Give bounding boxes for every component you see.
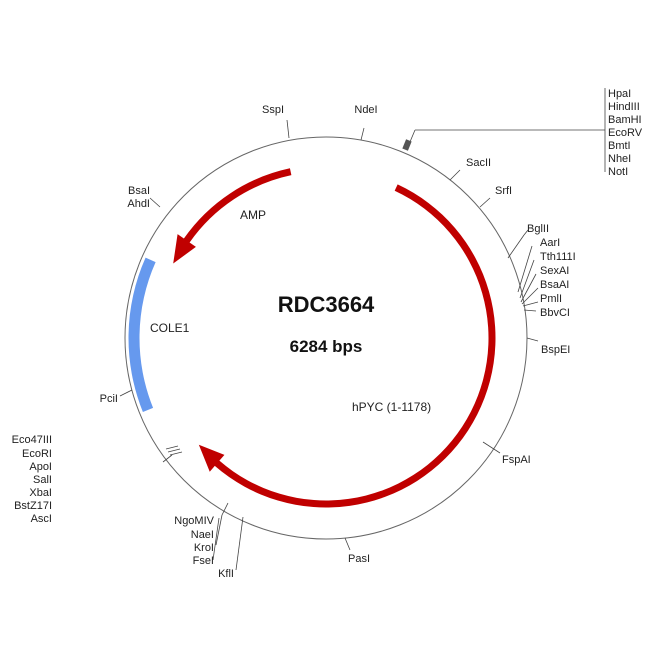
site-kfli: KflI	[218, 568, 234, 580]
site-ecorv: EcoRV	[608, 127, 643, 139]
site-bamhi: BamHI	[608, 114, 642, 126]
site-fsei: FseI	[193, 555, 214, 567]
plasmid-size: 6284 bps	[290, 337, 363, 356]
feature-label-amp: AMP	[240, 208, 266, 222]
site-hindiii: HindIII	[608, 101, 640, 113]
site-bsai: BsaI	[128, 185, 150, 197]
site-naei: NaeI	[191, 529, 214, 541]
site-pasi: PasI	[348, 553, 370, 565]
site-bstz17i: BstZ17I	[14, 500, 52, 512]
site-eco47iii: Eco47III	[12, 434, 52, 446]
site-sacii: SacII	[466, 157, 491, 169]
site-hpai: HpaI	[608, 88, 631, 100]
site-kroi: KroI	[194, 542, 214, 554]
site-bsaai: BsaAI	[540, 279, 569, 291]
site-srfi: SrfI	[495, 185, 512, 197]
site-nhei: NheI	[608, 153, 631, 165]
site-ahdi: AhdI	[127, 198, 150, 210]
site-sali: SalI	[33, 474, 52, 486]
mcs-left-group: Eco47III EcoRI ApoI SalI XbaI BstZ17I As…	[12, 434, 52, 525]
plasmid-name: RDC3664	[278, 292, 375, 317]
site-noti: NotI	[608, 166, 628, 178]
site-fspai: FspAI	[502, 454, 531, 466]
feature-label-hpyc: hPYC (1-1178)	[352, 400, 431, 414]
site-bspei: BspEI	[541, 344, 570, 356]
feature-cole1-arc[interactable]	[128, 257, 156, 412]
feature-amp-arc[interactable]	[173, 168, 292, 264]
site-ecori: EcoRI	[22, 448, 52, 460]
site-bglii: BglII	[527, 223, 549, 235]
site-tth111i: Tth111I	[540, 251, 576, 263]
feature-label-cole1: COLE1	[150, 321, 190, 335]
site-pcii: PciI	[100, 393, 118, 405]
mcs-right-group: HpaI HindIII BamHI EcoRV BmtI NheI NotI	[608, 88, 643, 178]
site-apoi: ApoI	[29, 461, 52, 473]
site-sexai: SexAI	[540, 265, 569, 277]
site-bbvci: BbvCI	[540, 307, 570, 319]
site-bmti: BmtI	[608, 140, 631, 152]
feature-hpyc-arc[interactable]	[198, 184, 496, 508]
site-xbai: XbaI	[29, 487, 52, 499]
site-ndei: NdeI	[354, 104, 377, 116]
site-asci: AscI	[31, 513, 52, 525]
site-pmli: PmlI	[540, 293, 562, 305]
site-ticks	[119, 88, 606, 571]
site-sspi: SspI	[262, 104, 284, 116]
site-aari: AarI	[540, 237, 560, 249]
site-ngomiv: NgoMIV	[174, 515, 214, 527]
